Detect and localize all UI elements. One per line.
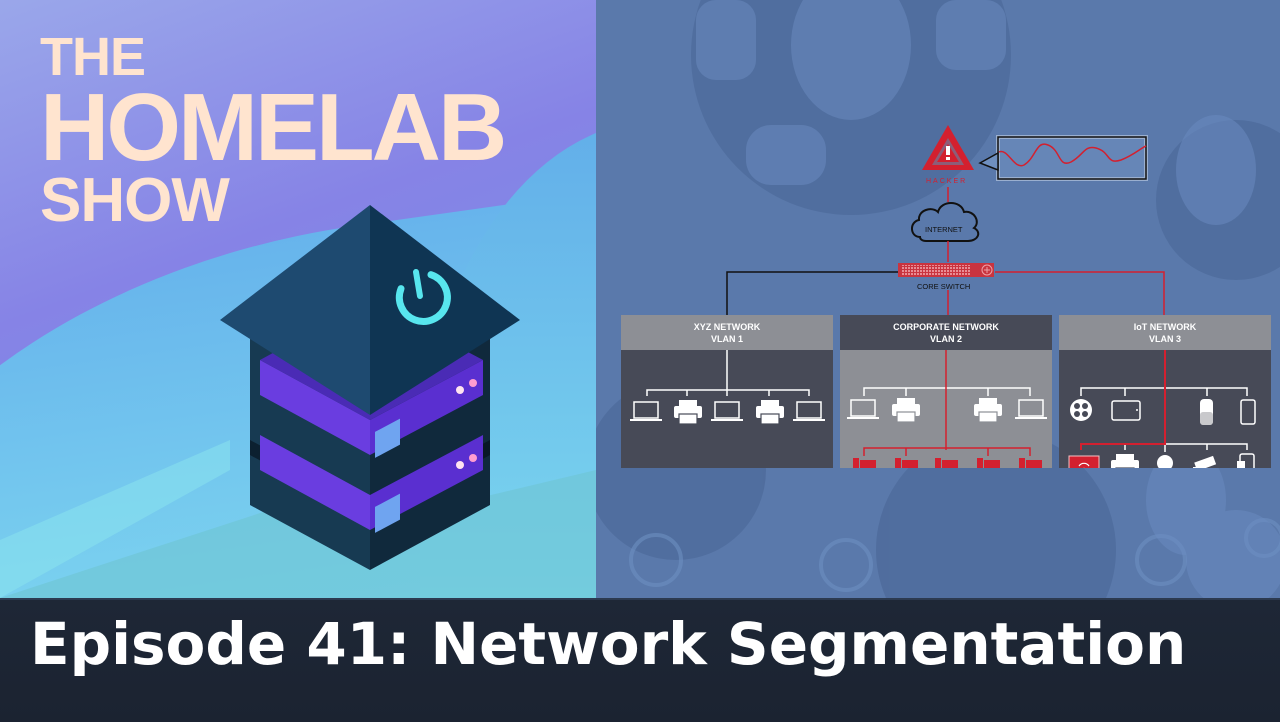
show-logo-panel: THE HOMELAB SHOW — [0, 0, 596, 598]
security-camera-icon — [1193, 456, 1216, 468]
core-switch-icon — [898, 263, 994, 277]
desk-phone-icon — [1019, 458, 1042, 468]
desk-phone-icon — [895, 458, 918, 468]
vlan-header: CORPORATE NETWORK VLAN 2 — [840, 315, 1052, 350]
vlan-devices — [1059, 350, 1271, 468]
laptop-icon — [630, 402, 662, 421]
episode-title-bar: Episode 41: Network Segmentation — [0, 598, 1280, 722]
vlan1-devices — [621, 350, 833, 468]
printer-icon — [892, 398, 920, 422]
vlan-header: XYZ NETWORK VLAN 1 — [621, 315, 833, 350]
logo-line-homelab: HOMELAB — [40, 80, 504, 176]
vlan-panel-xyz: XYZ NETWORK VLAN 1 — [621, 315, 833, 468]
smart-hub-icon — [1070, 399, 1092, 421]
vlan-devices — [621, 350, 833, 468]
internet-label: INTERNET — [925, 225, 963, 234]
printer-icon — [1111, 454, 1139, 468]
vlan-panel-corporate: CORPORATE NETWORK VLAN 2 — [840, 315, 1052, 468]
smart-lock-icon — [1237, 454, 1254, 468]
printer-icon — [674, 400, 702, 424]
hacker-label: HACKER — [926, 178, 967, 185]
desk-phone-icon — [935, 458, 958, 468]
smart-speaker-icon — [1200, 399, 1213, 425]
vlan-panel-iot: IoT NETWORK VLAN 3 — [1059, 315, 1271, 468]
internet-cloud-icon — [912, 203, 978, 241]
light-bulb-icon — [1157, 455, 1173, 468]
vlan-id: VLAN 2 — [930, 333, 962, 345]
vlan2-devices — [840, 350, 1052, 468]
desk-phone-icon — [853, 458, 876, 468]
network-name: XYZ NETWORK — [694, 321, 761, 333]
episode-title: Episode 41: Network Segmentation — [30, 610, 1186, 678]
tablet-icon — [1112, 401, 1140, 420]
hacker-warning-icon — [922, 125, 974, 170]
vlan-id: VLAN 3 — [1149, 333, 1181, 345]
server-rack-icon — [215, 200, 535, 580]
network-diagram-panel: HACKER INTERNET CORE SWITCH XYZ NETWORK … — [596, 0, 1280, 598]
desk-phone-icon — [977, 458, 1000, 468]
vlan-header: IoT NETWORK VLAN 3 — [1059, 315, 1271, 350]
smart-tv-icon — [1069, 456, 1099, 468]
vlan-devices — [840, 350, 1052, 468]
laptop-icon — [711, 402, 743, 421]
traffic-signal-bubble — [980, 137, 1146, 179]
network-topology — [596, 0, 1280, 598]
printer-icon — [756, 400, 784, 424]
vlan3-devices — [1059, 350, 1271, 468]
vlan-id: VLAN 1 — [711, 333, 743, 345]
core-switch-label: CORE SWITCH — [917, 282, 970, 291]
laptop-icon — [847, 400, 879, 419]
network-name: IoT NETWORK — [1134, 321, 1197, 333]
laptop-icon — [793, 402, 825, 421]
network-name: CORPORATE NETWORK — [893, 321, 999, 333]
smartphone-icon — [1241, 400, 1255, 424]
laptop-icon — [1015, 400, 1047, 419]
printer-icon — [974, 398, 1002, 422]
